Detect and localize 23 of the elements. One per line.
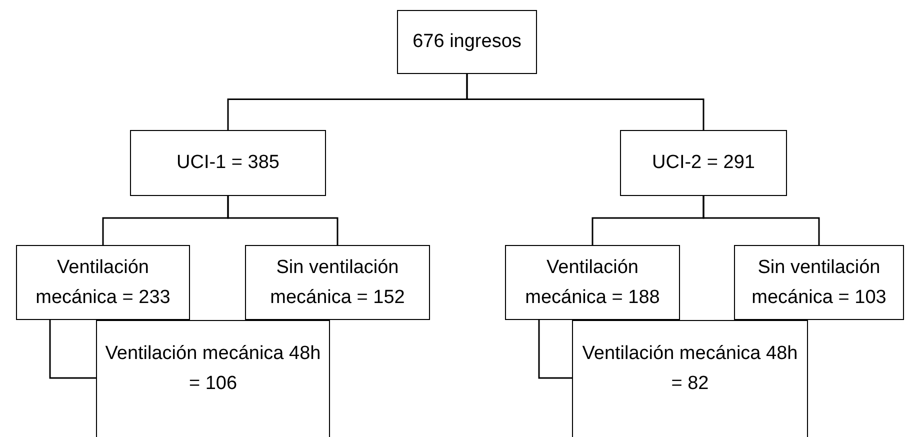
connector-line [538, 320, 572, 379]
connector-line [227, 196, 338, 245]
box-label: Ventilación mecánica = 233 [34, 256, 172, 310]
process-box [505, 245, 680, 320]
box-label: Sin ventilación mecánica = 103 [750, 256, 888, 310]
process-box [245, 245, 430, 320]
box-label: 676 ingresos [412, 30, 522, 54]
connector-line [702, 196, 820, 245]
process-box [734, 245, 904, 320]
connector-line [466, 74, 704, 130]
connector-line [49, 320, 96, 379]
box-label: Ventilación mecánica 48h = 106 [105, 342, 321, 396]
box-label: UCI-1 = 385 [176, 151, 280, 175]
process-box [96, 320, 330, 437]
box-label: Sin ventilación mecánica = 152 [269, 256, 406, 310]
box-label: Ventilación mecánica = 188 [524, 256, 661, 310]
box-label: UCI-2 = 291 [652, 151, 755, 175]
process-box [130, 130, 326, 196]
process-box [397, 10, 537, 74]
process-box [16, 245, 190, 320]
process-box [620, 130, 787, 196]
process-box [572, 320, 808, 437]
box-label: Ventilación mecánica 48h = 82 [581, 342, 799, 396]
